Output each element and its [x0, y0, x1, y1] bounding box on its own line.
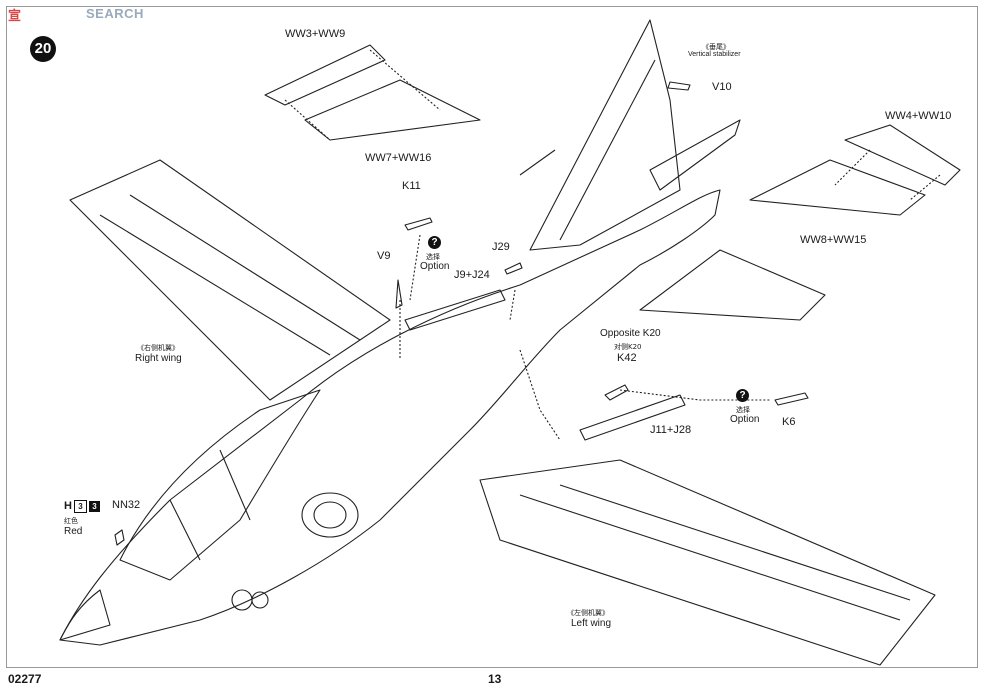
label-j29: J29 [492, 241, 510, 253]
part-j29 [504, 262, 523, 275]
label-right-wing-cn: 《右侧机翼》 [137, 344, 179, 352]
part-j11-j28 [579, 394, 686, 441]
canopy [119, 389, 321, 581]
right-wing [69, 159, 391, 401]
engine-intake [301, 492, 359, 538]
part-j9-j24 [404, 289, 506, 331]
label-left-wing-en: Left wing [571, 618, 612, 629]
label-j11-j28: J11+J28 [650, 424, 692, 436]
paint-code-box-1: 3 [73, 500, 87, 513]
label-k42: K42 [617, 352, 637, 364]
paint-code-box-2: 3 [88, 501, 100, 512]
option-icon: ? [736, 389, 749, 402]
label-v9: V9 [377, 250, 391, 262]
part-nn32 [114, 529, 125, 546]
horizontal-stabilizer-right [639, 249, 826, 321]
label-red-en: Red [64, 526, 83, 537]
part-k42 [604, 384, 629, 401]
label-ww8-ww15: WW8+WW15 [800, 234, 867, 246]
part-v9 [395, 279, 403, 309]
label-opposite-k20: Opposite K20 [600, 328, 661, 339]
label-ww4-ww10: WW4+WW10 [885, 110, 952, 122]
product-code: 02277 [8, 672, 42, 686]
label-red-cn: 红色 [64, 517, 78, 525]
label-option-cn-2: 选择 [736, 406, 750, 414]
label-vstab-en: Vertical stabilizer [688, 51, 741, 58]
stabilizer-part-ww3 [264, 44, 386, 106]
watermark-logo: 宣 [8, 9, 22, 24]
label-k6: K6 [782, 416, 796, 428]
step-number-badge: 20 [30, 36, 56, 62]
label-v10: V10 [712, 81, 732, 93]
page-number: 13 [488, 672, 502, 686]
label-right-wing-en: Right wing [135, 353, 182, 364]
label-k11: K11 [402, 180, 421, 192]
label-option-cn-1: 选择 [426, 253, 440, 261]
stabilizer-part-ww7 [304, 79, 481, 141]
part-k11 [404, 217, 433, 231]
label-vstab-cn: 《垂尾》 [702, 43, 730, 51]
paint-code-letter: H [64, 500, 72, 512]
watermark-text: SEARCH [86, 6, 144, 21]
label-j9-j24: J9+J24 [454, 269, 490, 281]
stabilizer-part-ww8 [749, 159, 926, 216]
page-frame [6, 6, 978, 668]
stabilizer-part-ww4 [844, 124, 961, 186]
vertical-stabilizer [529, 19, 681, 251]
label-ww3-ww9: WW3+WW9 [285, 28, 346, 40]
label-opposite-k20-cn: 对侧K20 [614, 343, 642, 351]
left-wing [479, 459, 936, 666]
part-v10 [667, 81, 691, 91]
label-option-en-1: Option [420, 261, 450, 272]
label-left-wing-cn: 《左侧机翼》 [567, 609, 609, 617]
option-icon: ? [428, 236, 441, 249]
nose [59, 589, 111, 641]
label-nn32: NN32 [112, 499, 141, 511]
part-k6 [774, 392, 809, 406]
label-option-en-2: Option [730, 414, 760, 425]
label-ww7-ww16: WW7+WW16 [365, 152, 432, 164]
